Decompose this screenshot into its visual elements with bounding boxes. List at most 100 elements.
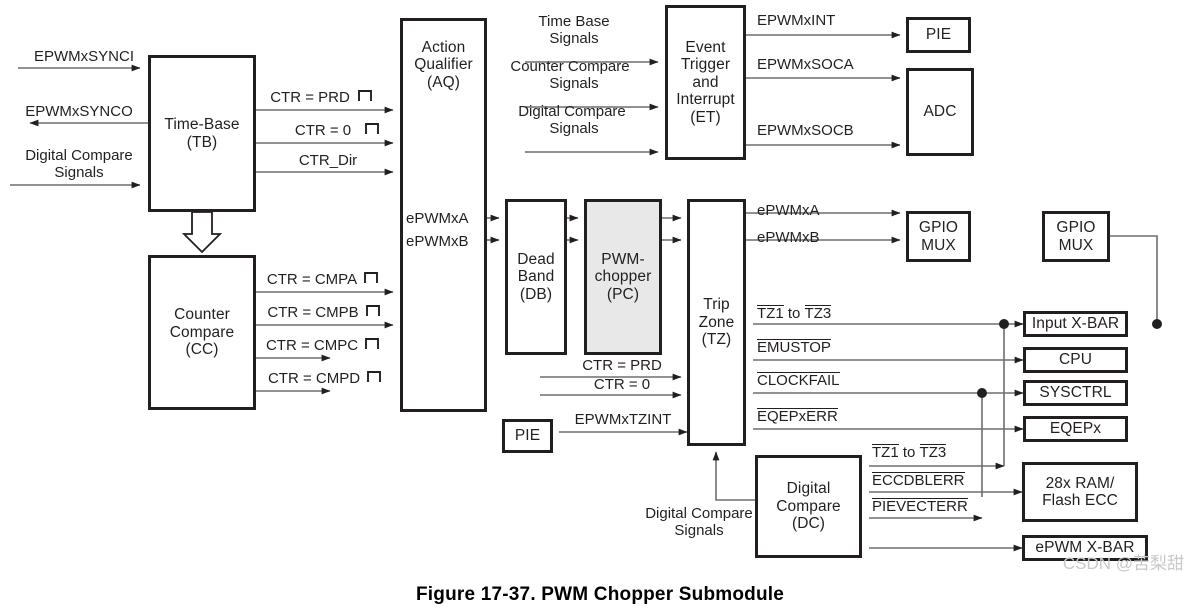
block-event-trigger-line4: Interrupt xyxy=(676,91,735,109)
block-input-xbar-label: Input X-BAR xyxy=(1031,315,1120,333)
block-trip-zone-line2: Zone xyxy=(698,313,735,331)
signal-eccdblerr-text: ECCDBLERR xyxy=(872,472,965,489)
signal-digital-compare-signals-left-line2: Signals xyxy=(54,164,104,181)
block-event-trigger-line5: (ET) xyxy=(690,108,721,126)
signal-epwmxsynco: EPWMxSYNCO xyxy=(25,103,133,120)
signal-tz1-to-tz3-digitalcompare: TZ1 to TZ3 xyxy=(872,444,947,462)
signal-emustop: EMUSTOP xyxy=(757,339,831,357)
block-gpio-mux-output-line1: GPIO xyxy=(918,219,959,237)
signal-eccdblerr: ECCDBLERR xyxy=(872,472,965,490)
signal-clockfail: CLOCKFAIL xyxy=(757,372,840,390)
block-counter-compare-line3: (CC) xyxy=(185,341,219,359)
block-action-qualifier-line1: Action xyxy=(421,39,466,56)
block-pwm-chopper-line3: (PC) xyxy=(606,285,640,303)
signal-ctr-cmpc: CTR = CMPC xyxy=(265,337,359,354)
block-trip-zone-line1: Trip xyxy=(703,296,730,314)
signal-epwmxa-aq: ePWMxA xyxy=(406,210,469,227)
block-gpio-mux-input[interactable]: GPIO MUX xyxy=(1042,211,1110,262)
signal-ctr-cmpa: CTR = CMPA xyxy=(266,271,358,288)
block-dead-band-line2: Band xyxy=(517,268,555,286)
signal-eqepxerr: EQEPxERR xyxy=(757,408,838,426)
block-time-base-line1: Time-Base xyxy=(164,116,240,134)
signal-pievecterr-text: PIEVECTERR xyxy=(872,498,968,515)
block-digital-compare-line3: (DC) xyxy=(791,515,826,533)
block-pie-top[interactable]: PIE xyxy=(906,17,971,53)
signal-tz1-to-tz3-tripzone-connector: to xyxy=(783,305,805,322)
block-gpio-mux-input-line2: MUX xyxy=(1058,236,1094,254)
signal-epwmxtzint: EPWMxTZINT xyxy=(574,411,672,428)
block-gpio-mux-output-line2: MUX xyxy=(921,236,956,254)
block-ram-flash-ecc-line1: 28x RAM/ xyxy=(1045,474,1115,492)
signal-tz1-to-tz3-dc-connector: to xyxy=(898,444,920,461)
block-cpu-label: CPU xyxy=(1058,351,1093,369)
block-cpu[interactable]: CPU xyxy=(1023,347,1128,373)
signal-digital-compare-signals-dc-line2: Signals xyxy=(674,522,724,539)
block-action-qualifier-line2: Qualifier xyxy=(414,56,473,74)
signal-epwmxa-tz: ePWMxA xyxy=(757,202,820,219)
signal-digital-compare-signals-dc-line1: Digital Compare xyxy=(645,505,753,522)
signal-epwmxb-aq: ePWMxB xyxy=(406,233,469,250)
signal-ctr-zero-tz: CTR = 0 xyxy=(593,376,651,393)
signal-epwmxsynci: EPWMxSYNCI xyxy=(33,48,134,65)
figure-caption: Figure 17-37. PWM Chopper Submodule xyxy=(415,584,785,605)
block-gpio-mux-output[interactable]: GPIO MUX xyxy=(906,211,971,262)
signal-tz1-to-tz3-tripzone: TZ1 to TZ3 xyxy=(757,305,832,323)
block-time-base[interactable]: Time-Base (TB) xyxy=(148,55,256,212)
block-pwm-chopper-line2: chopper xyxy=(594,268,652,286)
block-counter-compare-line1: Counter xyxy=(174,306,230,324)
block-epwm-xbar[interactable]: ePWM X-BAR xyxy=(1022,535,1148,561)
signal-digital-compare-signals-left-line1: Digital Compare xyxy=(25,147,133,164)
block-sysctrl-label: SYSCTRL xyxy=(1039,384,1112,402)
watermark: CSDN @苦梨甜 xyxy=(1062,554,1184,573)
block-counter-compare[interactable]: Counter Compare (CC) xyxy=(148,255,256,410)
block-pie-tripzone-label: PIE xyxy=(514,427,541,445)
signal-counter-compare-signals-line2: Signals xyxy=(549,75,599,92)
block-event-trigger-line2: Trigger xyxy=(680,56,731,74)
signal-ctr-dir: CTR_Dir xyxy=(298,152,358,169)
block-ram-flash-ecc[interactable]: 28x RAM/ Flash ECC xyxy=(1022,462,1138,522)
block-trip-zone[interactable]: Trip Zone (TZ) xyxy=(687,199,746,446)
block-input-xbar[interactable]: Input X-BAR xyxy=(1023,311,1128,337)
signal-clockfail-text: CLOCKFAIL xyxy=(757,372,840,389)
signal-tz1-to-tz3-dc-part2: TZ3 xyxy=(919,444,947,461)
signal-epwmxsoca: EPWMxSOCA xyxy=(757,56,854,73)
block-pwm-chopper-line1: PWM- xyxy=(601,250,645,268)
block-action-qualifier-line3: (AQ) xyxy=(426,73,461,91)
signal-epwmxb-tz: ePWMxB xyxy=(757,229,820,246)
block-pie-tripzone[interactable]: PIE xyxy=(502,419,553,453)
block-dead-band-line1: Dead xyxy=(517,250,555,268)
signal-ctr-prd-tz: CTR = PRD xyxy=(582,357,662,374)
block-event-trigger-line1: Event xyxy=(685,39,726,57)
signal-pievecterr: PIEVECTERR xyxy=(872,498,968,516)
block-pwm-chopper[interactable]: PWM- chopper (PC) xyxy=(584,199,662,355)
block-sysctrl[interactable]: SYSCTRL xyxy=(1023,380,1128,406)
block-event-trigger-line3: and xyxy=(692,73,719,91)
block-action-qualifier[interactable]: Action Qualifier (AQ) xyxy=(400,18,487,412)
signal-digital-compare-signals-et-line1: Digital Compare xyxy=(518,103,626,120)
signal-emustop-text: EMUSTOP xyxy=(757,339,831,356)
block-ram-flash-ecc-line2: Flash ECC xyxy=(1042,492,1118,509)
block-event-trigger[interactable]: Event Trigger and Interrupt (ET) xyxy=(665,5,746,160)
block-dead-band[interactable]: Dead Band (DB) xyxy=(505,199,567,355)
signal-ctr-prd: CTR = PRD xyxy=(270,89,350,106)
signal-ctr-cmpd: CTR = CMPD xyxy=(267,370,361,387)
signal-ctr-cmpb: CTR = CMPB xyxy=(267,304,359,321)
block-digital-compare-line1: Digital xyxy=(786,480,831,498)
signal-counter-compare-signals-line1: Counter Compare xyxy=(510,58,630,75)
signal-epwmxsocb: EPWMxSOCB xyxy=(757,122,854,139)
block-digital-compare[interactable]: Digital Compare (DC) xyxy=(755,455,862,558)
signal-digital-compare-signals-et-line2: Signals xyxy=(549,120,599,137)
block-time-base-line2: (TB) xyxy=(186,133,218,151)
block-digital-compare-line2: Compare xyxy=(776,497,841,515)
block-adc[interactable]: ADC xyxy=(906,68,974,156)
signal-tz1-to-tz3-tripzone-part1: TZ1 xyxy=(757,305,784,322)
signal-time-base-signals-line1: Time Base xyxy=(538,13,610,30)
block-epwm-xbar-label: ePWM X-BAR xyxy=(1035,539,1135,557)
signal-tz1-to-tz3-tripzone-part2: TZ3 xyxy=(804,305,832,322)
signal-tz1-to-tz3-dc-part1: TZ1 xyxy=(872,444,899,461)
signal-eqepxerr-text: EQEPxERR xyxy=(757,408,838,425)
signal-epwmxint: EPWMxINT xyxy=(757,12,836,29)
block-eqepx[interactable]: EQEPx xyxy=(1023,416,1128,442)
